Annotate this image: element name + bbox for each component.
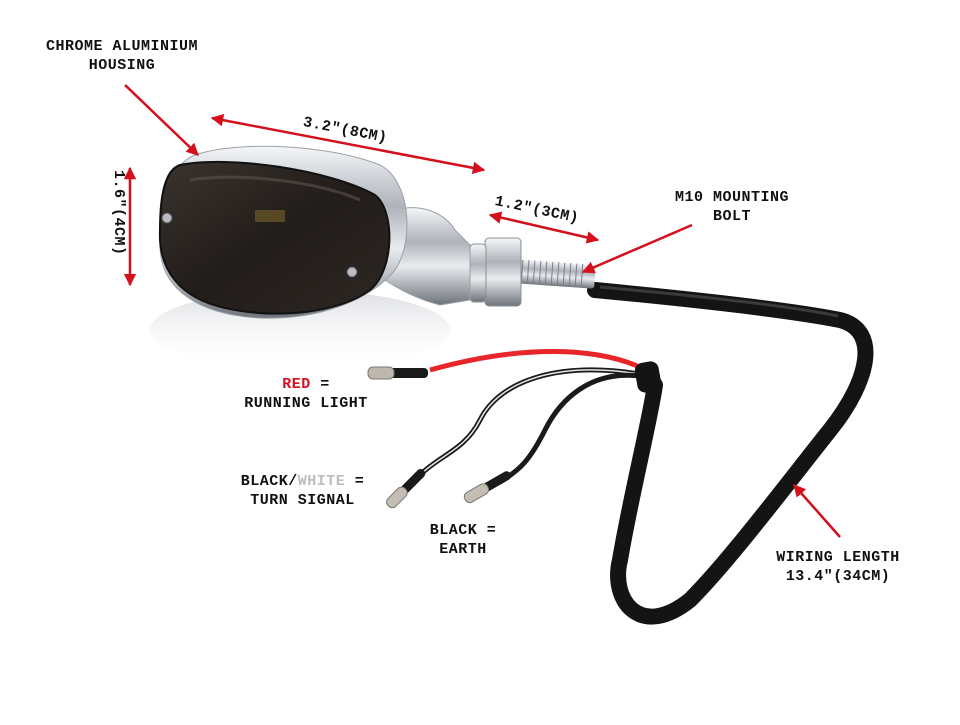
bulb-glint [255, 210, 285, 222]
white-stripe [419, 369, 646, 476]
bolt-label-line1: M10 MOUNTING [674, 189, 790, 206]
black-white-wire [418, 367, 646, 477]
hex-nut [484, 237, 522, 307]
bolt-length-arrow [488, 211, 600, 244]
red-word: RED [282, 376, 311, 393]
black-white-equals: = [345, 473, 365, 490]
black-wire-function: EARTH [439, 541, 487, 558]
length-dimension-arrow [210, 113, 486, 175]
mounting-bolt [469, 237, 596, 307]
lens-highlight [189, 175, 361, 202]
cable-highlight [599, 285, 839, 318]
cable-sleeve [634, 361, 662, 393]
height-dimension-text: 1.6″(4CM) [110, 170, 127, 256]
height-dimension-label: 1.6″(4CM) [109, 170, 128, 256]
black-white-connector [386, 468, 426, 509]
lens-screw-left [161, 212, 173, 224]
white-word: WHITE [297, 473, 346, 490]
black-wire [498, 372, 641, 485]
wiring-length-line2: 13.4″(34CM) [785, 568, 891, 585]
housing-arrow [124, 84, 199, 156]
wiring-length-label: WIRING LENGTH 13.4″(34CM) [752, 548, 924, 586]
bolt-arrow [581, 223, 693, 274]
wiring-length-line1: WIRING LENGTH [776, 549, 900, 566]
housing-label: CHROME ALUMINIUM HOUSING [18, 37, 226, 75]
wiring-arrow [793, 484, 841, 538]
housing-label-line2: HOUSING [88, 57, 156, 74]
red-wire-connector [367, 366, 428, 380]
washer [469, 243, 487, 303]
black-white-wire-label: BLACK/WHITE = TURN SIGNAL [220, 472, 385, 510]
black-prefix: BLACK/ [240, 473, 298, 490]
bolt-label-line2: BOLT [712, 208, 751, 225]
housing-label-line1: CHROME ALUMINIUM [45, 38, 199, 55]
black-wire-label: BLACK = EARTH [413, 521, 513, 559]
lens-screw-right [346, 266, 358, 278]
black-connector [463, 471, 512, 504]
bolt-label: M10 MOUNTING BOLT [652, 188, 812, 226]
main-cable [587, 282, 874, 625]
black-wire-line1: BLACK = [429, 522, 497, 539]
smoked-lens [158, 160, 391, 315]
black-white-wire-function: TURN SIGNAL [250, 492, 355, 509]
red-wire-function: RUNNING LIGHT [244, 395, 368, 412]
red-equals: = [310, 376, 330, 393]
red-wire-label: RED = RUNNING LIGHT [222, 375, 390, 413]
red-wire [429, 349, 652, 375]
